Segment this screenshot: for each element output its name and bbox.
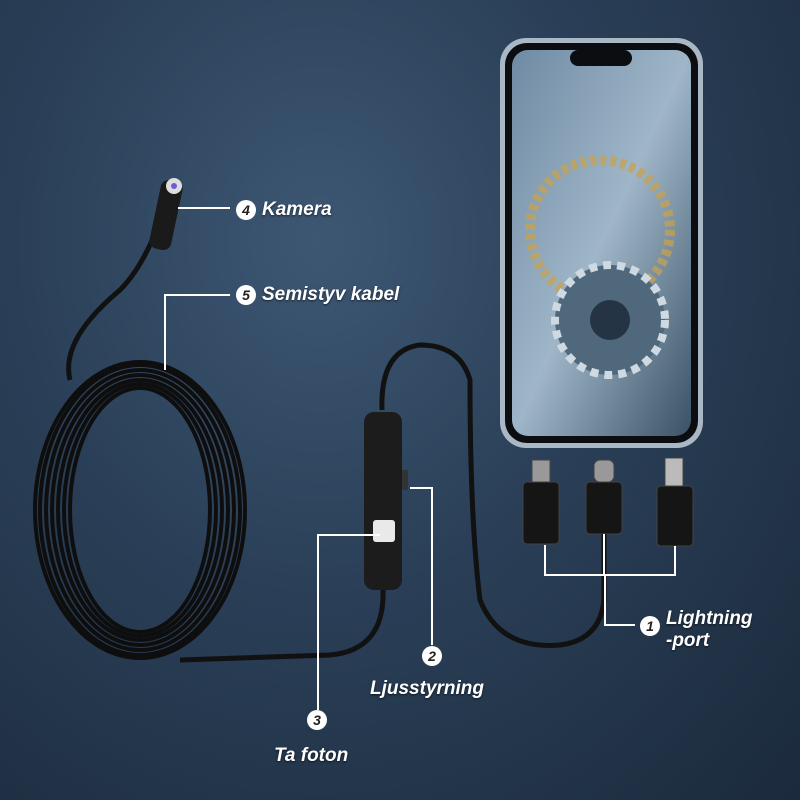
callout-text: Ljusstyrning — [370, 678, 485, 699]
callout-light-text: Ljusstyrning — [370, 678, 484, 700]
callout-photo-number: 3 — [307, 710, 327, 730]
callout-text: Ta foton — [274, 745, 349, 766]
callout-camera: 4 Kamera — [236, 199, 332, 221]
callout-number: 1 — [640, 616, 660, 636]
smartphone — [500, 38, 703, 448]
callout-text-line1: Lightning — [666, 608, 753, 629]
callout-photo-text: Ta foton — [274, 745, 348, 767]
cable-coil — [33, 360, 247, 660]
callout-number: 5 — [236, 285, 256, 305]
callout-port: 1 Lightning -port — [640, 608, 753, 652]
callout-text-line2: -port — [666, 630, 710, 651]
callout-number: 3 — [307, 710, 327, 730]
callout-number: 4 — [236, 200, 256, 220]
adapters — [522, 457, 694, 547]
callout-light-number: 2 — [422, 646, 442, 666]
camera-head — [149, 178, 183, 251]
callout-lines — [164, 207, 676, 710]
control-box — [364, 412, 408, 590]
callout-cable: 5 Semistyv kabel — [236, 284, 399, 306]
callout-text: Semistyv kabel — [262, 284, 400, 305]
callout-text: Kamera — [262, 199, 332, 220]
callout-number: 2 — [422, 646, 442, 666]
